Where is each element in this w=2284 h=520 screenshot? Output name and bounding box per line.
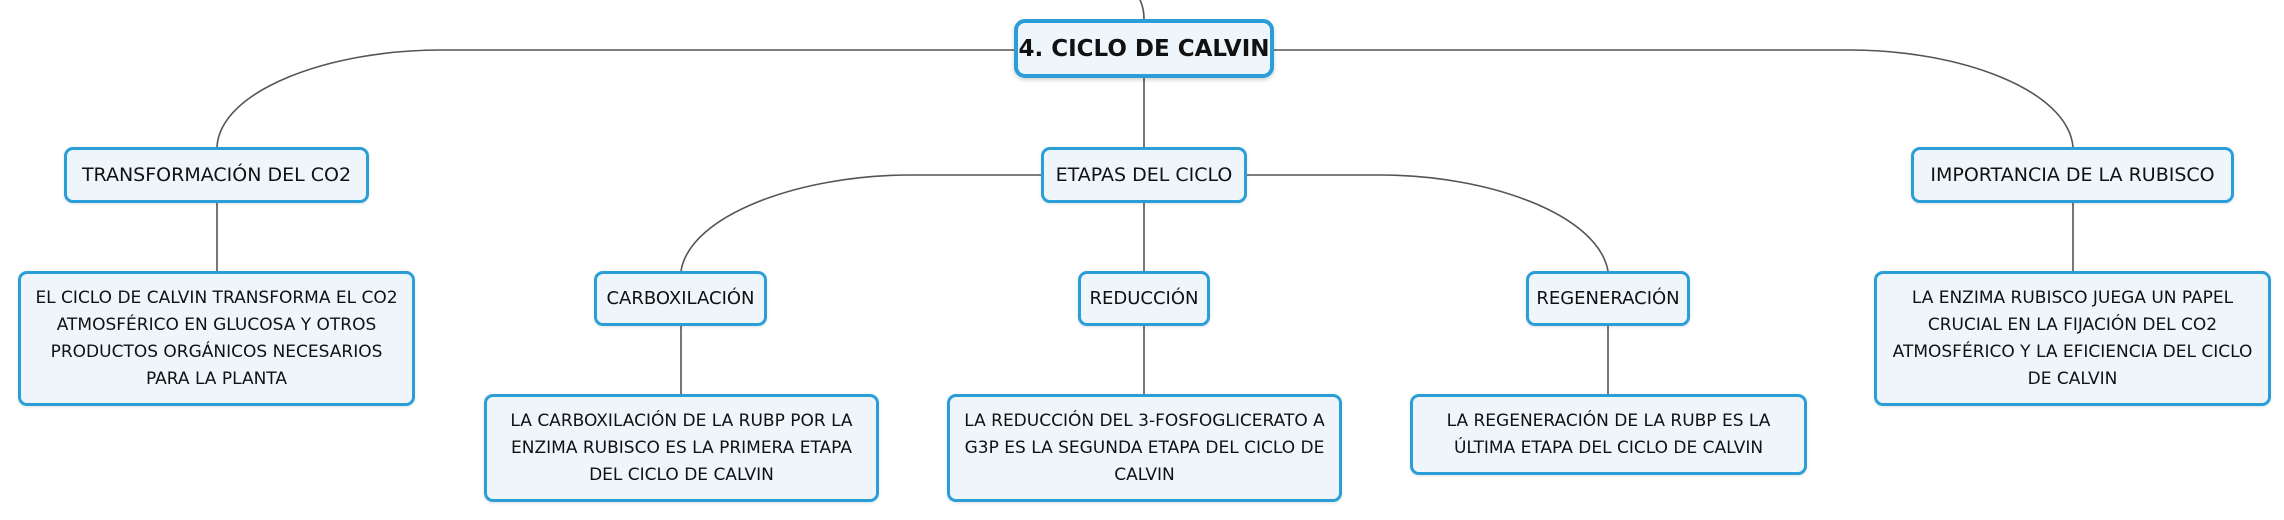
description-reduccion-text: LA REDUCCIÓN DEL 3-FOSFOGLICERATO A G3P … [964, 410, 1325, 485]
topic-transformacion-co2[interactable]: TRANSFORMACIÓN DEL CO2 [64, 147, 369, 203]
topic-transformacion-label: TRANSFORMACIÓN DEL CO2 [81, 164, 352, 186]
connector-parent-root [1139, 0, 1145, 20]
description-transformacion[interactable]: EL CICLO DE CALVIN TRANSFORMA EL CO2 ATM… [18, 271, 415, 406]
description-carboxilacion-text: LA CARBOXILACIÓN DE LA RUBP POR LA ENZIM… [510, 410, 853, 485]
topic-importancia-rubisco[interactable]: IMPORTANCIA DE LA RUBISCO [1911, 147, 2234, 203]
stage-carboxilacion[interactable]: CARBOXILACIÓN [594, 271, 767, 326]
description-importancia[interactable]: LA ENZIMA RUBISCO JUEGA UN PAPEL CRUCIAL… [1874, 271, 2271, 406]
description-carboxilacion[interactable]: LA CARBOXILACIÓN DE LA RUBP POR LA ENZIM… [484, 394, 879, 502]
description-regeneracion-text: LA REGENERACIÓN DE LA RUBP ES LA ÚLTIMA … [1446, 410, 1771, 458]
stage-reduccion-label: REDUCCIÓN [1089, 288, 1199, 309]
connector-root-transformacion [216, 49, 1014, 148]
connector-etapas-carboxilacion [680, 174, 1041, 272]
stage-reduccion[interactable]: REDUCCIÓN [1078, 271, 1210, 326]
stage-regeneracion[interactable]: REGENERACIÓN [1526, 271, 1690, 326]
description-transformacion-text: EL CICLO DE CALVIN TRANSFORMA EL CO2 ATM… [35, 287, 398, 389]
root-label: 4. CICLO DE CALVIN [1018, 35, 1270, 62]
connector-etapas-regeneracion [1247, 174, 1609, 272]
root-node[interactable]: 4. CICLO DE CALVIN [1014, 19, 1274, 78]
connector-root-importancia [1274, 49, 2074, 148]
stage-regeneracion-label: REGENERACIÓN [1536, 288, 1680, 309]
topic-etapas-label: ETAPAS DEL CICLO [1055, 164, 1233, 186]
description-reduccion[interactable]: LA REDUCCIÓN DEL 3-FOSFOGLICERATO A G3P … [947, 394, 1342, 502]
stage-carboxilacion-label: CARBOXILACIÓN [606, 288, 755, 309]
topic-importancia-label: IMPORTANCIA DE LA RUBISCO [1930, 164, 2215, 186]
description-regeneracion[interactable]: LA REGENERACIÓN DE LA RUBP ES LA ÚLTIMA … [1410, 394, 1807, 475]
description-importancia-text: LA ENZIMA RUBISCO JUEGA UN PAPEL CRUCIAL… [1892, 287, 2253, 389]
topic-etapas-ciclo[interactable]: ETAPAS DEL CICLO [1041, 147, 1247, 203]
